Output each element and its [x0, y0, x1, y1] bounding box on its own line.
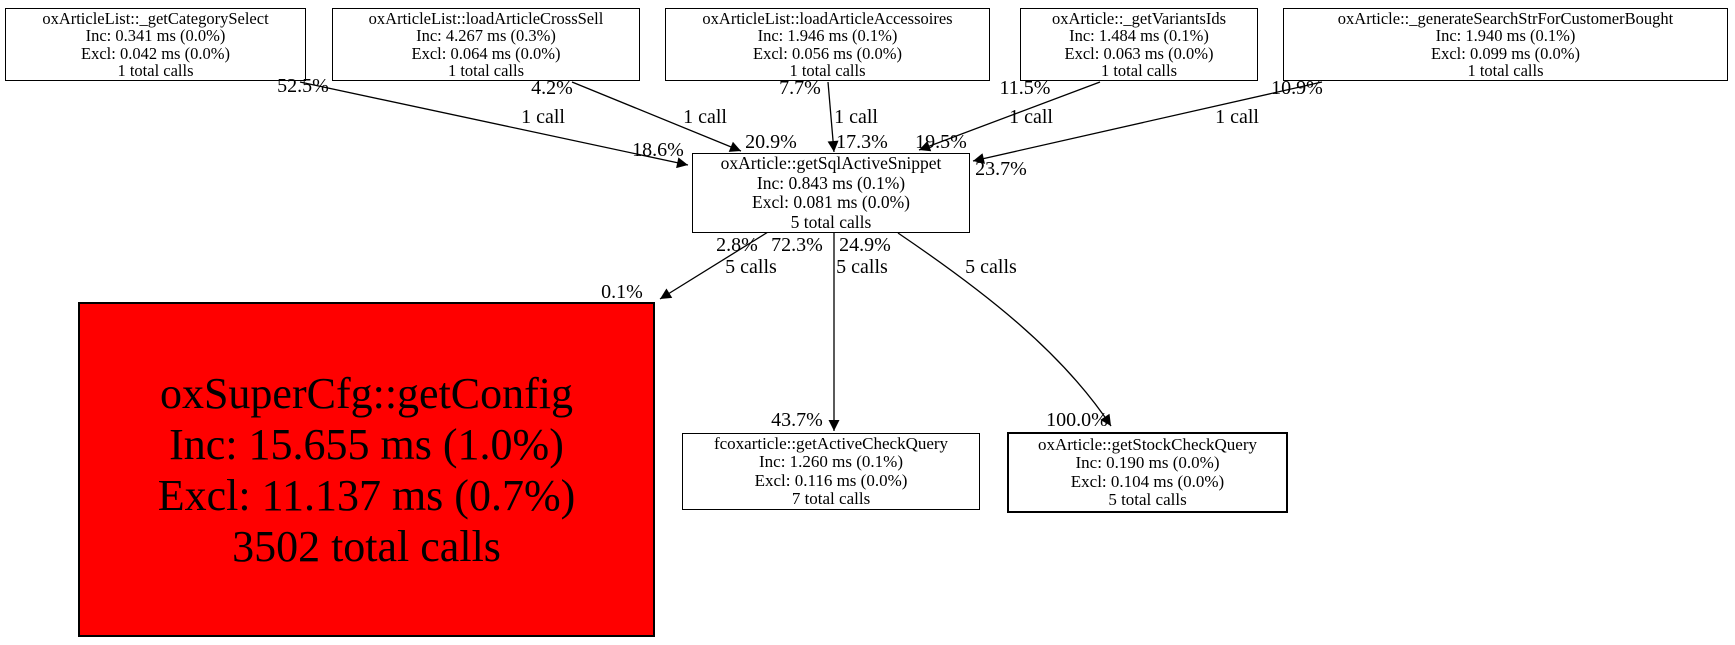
graph-node-getactivecheckquery: fcoxarticle::getActiveCheckQuery Inc: 1.… — [682, 433, 980, 510]
edge-target-percent: 20.9% — [745, 131, 797, 153]
edge-crosssell-to-sqlsnippet — [571, 81, 742, 152]
edge-source-percent: 10.9% — [1271, 77, 1323, 99]
node-total-calls: 1 total calls — [447, 61, 525, 80]
edge-target-percent: 19.5% — [915, 131, 967, 153]
node-title: oxArticleList::loadArticleAccessoires — [702, 8, 953, 28]
edge-source-percent: 11.5% — [999, 77, 1051, 99]
edge-searchstr-to-sqlsnippet — [972, 81, 1323, 164]
node-exclusive-time: Excl: 0.063 ms (0.0%) — [1064, 43, 1214, 63]
node-total-calls: 5 total calls — [1108, 490, 1187, 509]
edge-target-percent: 43.7% — [771, 409, 823, 431]
edge-accessoires-to-sqlsnippet — [827, 81, 839, 153]
node-exclusive-time: Excl: 0.064 ms (0.0%) — [411, 43, 561, 63]
node-title: oxSuperCfg::getConfig — [159, 368, 574, 418]
node-inclusive-time: Inc: 1.940 ms (0.1%) — [1435, 26, 1576, 45]
edge-calls-label: 1 call — [1215, 106, 1259, 128]
node-inclusive-time: Inc: 0.341 ms (0.0%) — [85, 26, 226, 45]
edge-calls-label: 1 call — [521, 106, 565, 128]
graph-node-getcategoryselect: oxArticleList::_getCategorySelect Inc: 0… — [5, 8, 306, 81]
edge-target-percent: 100.0% — [1046, 409, 1108, 431]
edge-sqlsnippet-to-getconfig — [659, 231, 769, 300]
edge-source-percent: 52.5% — [277, 75, 329, 97]
edge-calls-label: 1 call — [683, 106, 727, 128]
node-exclusive-time: Excl: 0.081 ms (0.0%) — [752, 192, 910, 212]
node-exclusive-time: Excl: 0.056 ms (0.0%) — [753, 43, 902, 63]
node-inclusive-time: Inc: 0.190 ms (0.0%) — [1075, 453, 1220, 472]
edge-categoryselect-to-sqlsnippet — [299, 81, 689, 169]
graph-node-getstockcheckquery: oxArticle::getStockCheckQuery Inc: 0.190… — [1007, 432, 1288, 513]
graph-node-getconfig-hotspot: oxSuperCfg::getConfig Inc: 15.655 ms (1.… — [78, 302, 655, 637]
edge-calls-label: 1 call — [834, 106, 878, 128]
edge-source-percent: 24.9% — [839, 234, 891, 256]
node-title: oxArticle::_getVariantsIds — [1051, 8, 1227, 28]
node-inclusive-time: Inc: 4.267 ms (0.3%) — [416, 26, 556, 45]
node-title: oxArticle::getStockCheckQuery — [1037, 434, 1258, 454]
node-total-calls: 1 total calls — [1100, 61, 1178, 80]
node-title: oxArticle::getSqlActiveSnippet — [720, 153, 942, 173]
node-title: oxArticleList::loadArticleCrossSell — [368, 8, 604, 28]
node-total-calls: 3502 total calls — [232, 521, 501, 571]
node-exclusive-time: Excl: 0.099 ms (0.0%) — [1431, 43, 1580, 63]
node-exclusive-time: Excl: 0.042 ms (0.0%) — [81, 43, 230, 63]
edge-variantsids-to-sqlsnippet — [918, 81, 1101, 152]
node-exclusive-time: Excl: 0.104 ms (0.0%) — [1070, 471, 1225, 491]
graph-node-generatesearchstr: oxArticle::_generateSearchStrForCustomer… — [1283, 8, 1728, 81]
edge-source-percent: 7.7% — [779, 77, 821, 99]
edge-source-percent: 2.8% — [716, 234, 758, 256]
node-exclusive-time: Excl: 11.137 ms (0.7%) — [157, 470, 576, 520]
edge-target-percent: 23.7% — [975, 158, 1027, 180]
graph-node-getvariantsids: oxArticle::_getVariantsIds Inc: 1.484 ms… — [1020, 8, 1258, 81]
node-total-calls: 1 total calls — [1467, 61, 1544, 80]
node-total-calls: 5 total calls — [790, 211, 872, 232]
node-inclusive-time: Inc: 15.655 ms (1.0%) — [169, 419, 564, 469]
node-title: fcoxarticle::getActiveCheckQuery — [713, 433, 949, 453]
node-title: oxArticleList::_getCategorySelect — [42, 8, 269, 28]
edge-calls-label: 1 call — [1009, 106, 1053, 128]
graph-node-loadarticleaccessoires: oxArticleList::loadArticleAccessoires In… — [665, 8, 990, 81]
graph-node-loadarticlecrosssell: oxArticleList::loadArticleCrossSell Inc:… — [332, 8, 640, 81]
node-title: oxArticle::_generateSearchStrForCustomer… — [1337, 8, 1674, 28]
node-total-calls: 7 total calls — [791, 489, 871, 508]
edge-target-percent: 17.3% — [836, 131, 888, 153]
edge-calls-label: 5 calls — [725, 256, 777, 278]
node-exclusive-time: Excl: 0.116 ms (0.0%) — [754, 470, 908, 490]
node-inclusive-time: Inc: 0.843 ms (0.1%) — [756, 172, 906, 193]
graph-node-getsqlactivesnippet: oxArticle::getSqlActiveSnippet Inc: 0.84… — [692, 153, 970, 233]
edge-target-percent: 0.1% — [601, 281, 643, 303]
edge-calls-label: 5 calls — [965, 256, 1017, 278]
edge-calls-label: 5 calls — [836, 256, 888, 278]
edge-sqlsnippet-to-stockcheck — [897, 232, 1112, 427]
edge-source-percent: 72.3% — [771, 234, 823, 256]
node-inclusive-time: Inc: 1.484 ms (0.1%) — [1069, 26, 1209, 45]
node-inclusive-time: Inc: 1.260 ms (0.1%) — [758, 452, 903, 471]
edge-target-percent: 18.6% — [632, 139, 684, 161]
node-total-calls: 1 total calls — [789, 61, 866, 80]
node-inclusive-time: Inc: 1.946 ms (0.1%) — [757, 26, 898, 45]
node-total-calls: 1 total calls — [117, 61, 194, 80]
edge-source-percent: 4.2% — [531, 77, 573, 99]
